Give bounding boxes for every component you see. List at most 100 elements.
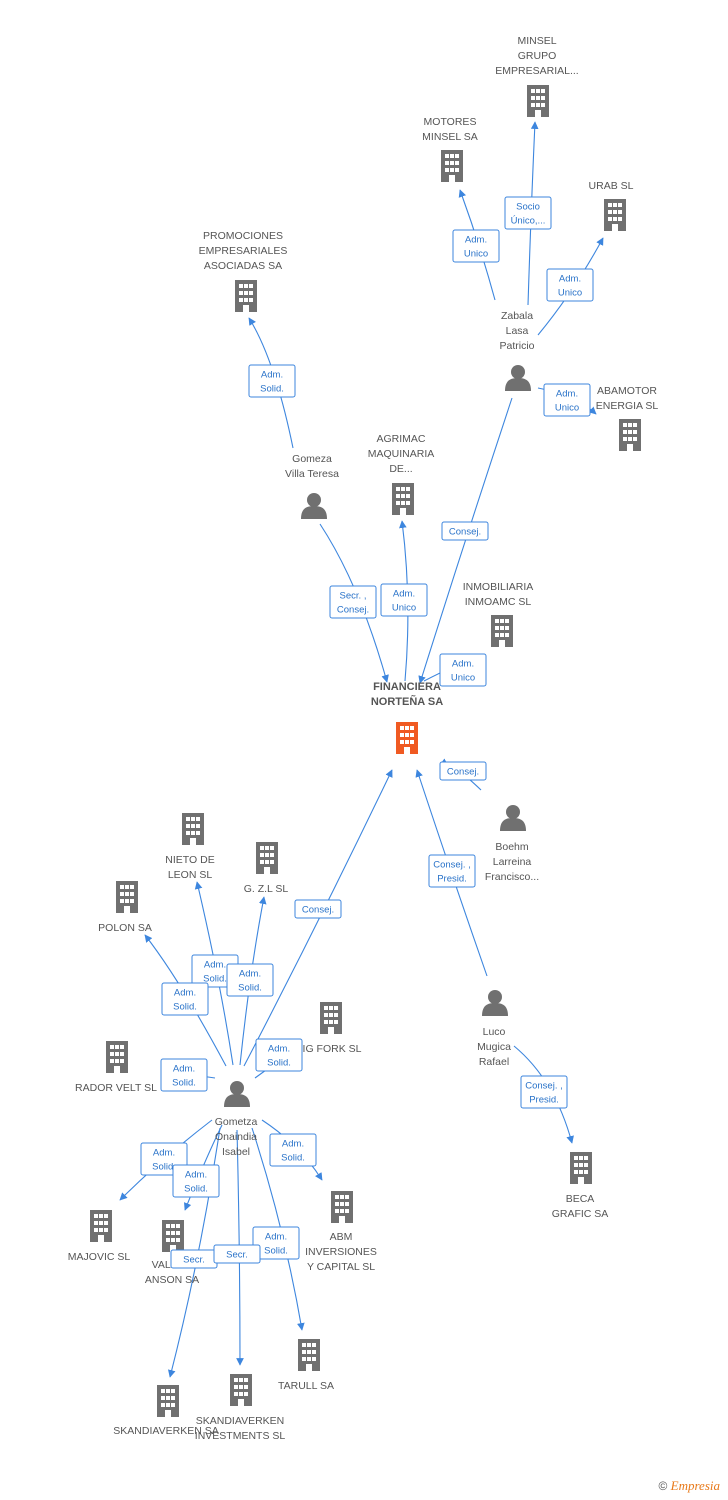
label-line: NORTEÑA SA: [371, 695, 443, 708]
building-icon: [331, 1191, 353, 1223]
relation-label: Consej. ,Presid.: [525, 1081, 563, 1106]
relation-badge[interactable]: Secr.: [170, 1249, 218, 1269]
relation-badge[interactable]: Consej. ,Presid.: [520, 1075, 568, 1109]
label-line: RADOR VELT SL: [75, 1082, 157, 1094]
brand-logo[interactable]: Empresia: [670, 1478, 720, 1493]
company-node-skandia[interactable]: SKANDIAVERKEN SA: [113, 1385, 219, 1437]
relation-label: Consej.: [302, 905, 334, 916]
label-line: MAJOVIC SL: [68, 1251, 131, 1263]
relation-label-line: Adm.: [393, 589, 415, 600]
company-node-igfork[interactable]: IG FORK SL: [303, 1002, 362, 1055]
label-line: MAQUINARIA: [368, 448, 435, 460]
relation-badge[interactable]: Adm.Unico: [439, 653, 487, 687]
company-node-majovic[interactable]: MAJOVIC SL: [68, 1210, 131, 1263]
relation-badge[interactable]: Adm. Solid.: [255, 1038, 303, 1072]
relation-badge[interactable]: Adm.Solid.: [252, 1226, 300, 1260]
building-icon: [527, 85, 549, 117]
relation-label-line: Adm.: [465, 235, 487, 246]
relation-label-line: Adm.: [153, 1148, 175, 1159]
relation-badge[interactable]: Adm.Unico: [546, 268, 594, 302]
company-node-gzl[interactable]: G. Z.L SL: [244, 842, 289, 895]
label-line: LEON SL: [168, 869, 213, 881]
relation-label-line: Adm.: [204, 960, 226, 971]
relation-badge[interactable]: Adm.Unico: [452, 229, 500, 263]
relation-label-line: Unico: [558, 288, 582, 299]
relation-badge[interactable]: Adm.Solid.: [160, 1058, 208, 1092]
relation-label: Secr.: [226, 1250, 248, 1261]
relation-badge[interactable]: Consej.: [441, 521, 489, 541]
relation-box: [172, 1164, 220, 1198]
relation-label-line: Solid.: [267, 1058, 291, 1069]
label-line: Patricio: [499, 340, 534, 352]
relation-box: [441, 521, 489, 541]
relation-badge[interactable]: Adm.Unico: [543, 383, 591, 417]
relation-box: [452, 229, 500, 263]
relation-label: Adm. Solid.: [267, 1044, 291, 1069]
relation-box: [255, 1038, 303, 1072]
node-label: G. Z.L SL: [244, 883, 289, 895]
relation-label-line: Único,...: [511, 216, 546, 227]
relation-badge[interactable]: Adm.Solid.: [248, 364, 296, 398]
label-line: Larreina: [493, 856, 532, 868]
relation-badge[interactable]: Secr.: [213, 1244, 261, 1264]
label-line: Francisco...: [485, 871, 539, 883]
label-line: Y CAPITAL SL: [307, 1261, 375, 1273]
label-line: MOTORES: [424, 116, 477, 128]
relation-label-line: Unico: [555, 403, 579, 414]
relation-badge[interactable]: Adm.Solid.: [172, 1164, 220, 1198]
label-line: GRAFIC SA: [552, 1208, 609, 1220]
relation-label-line: Solid.: [173, 1002, 197, 1013]
company-node-tarull[interactable]: TARULL SA: [278, 1339, 334, 1392]
relation-label-line: Adm.: [261, 370, 283, 381]
relation-badge[interactable]: Consej.: [439, 761, 487, 781]
label-line: SKANDIAVERKEN SA: [113, 1425, 218, 1437]
company-node-polon[interactable]: POLON SA: [98, 881, 152, 934]
label-line: MINSEL: [517, 35, 556, 47]
relation-label-line: Solid.: [184, 1184, 208, 1195]
label-line: NIETO DE: [165, 854, 214, 866]
company-node-rador[interactable]: RADOR VELT SL: [75, 1041, 157, 1094]
relation-label-line: Adm.: [268, 1044, 290, 1055]
building-icon: [157, 1385, 179, 1417]
relation-badge[interactable]: Adm.Solid.: [269, 1133, 317, 1167]
relation-badge[interactable]: Consej.: [294, 899, 342, 919]
relation-label-line: Unico: [451, 673, 475, 684]
relation-badge[interactable]: Consej. ,Presid.: [428, 854, 476, 888]
company-node-nieto[interactable]: NIETO DE LEON SL: [165, 813, 215, 881]
relation-badge[interactable]: Secr. ,Consej.: [329, 585, 377, 619]
relation-label-line: Adm.: [173, 1064, 195, 1075]
relation-badge[interactable]: Adm.Solid.: [161, 982, 209, 1016]
relation-label-line: Consej. ,: [525, 1081, 563, 1092]
label-line: Gomeza: [292, 453, 332, 465]
relation-badge[interactable]: Adm.Unico: [380, 583, 428, 617]
label-line: Rafael: [479, 1056, 509, 1068]
relation-badge[interactable]: Adm.Solid.: [226, 963, 274, 997]
relation-label-line: Solid.: [264, 1246, 288, 1257]
building-icon: [570, 1152, 592, 1184]
building-icon: [320, 1002, 342, 1034]
node-label: NIETO DE LEON SL: [165, 854, 214, 881]
company-node-urab[interactable]: URAB SL: [589, 180, 634, 231]
